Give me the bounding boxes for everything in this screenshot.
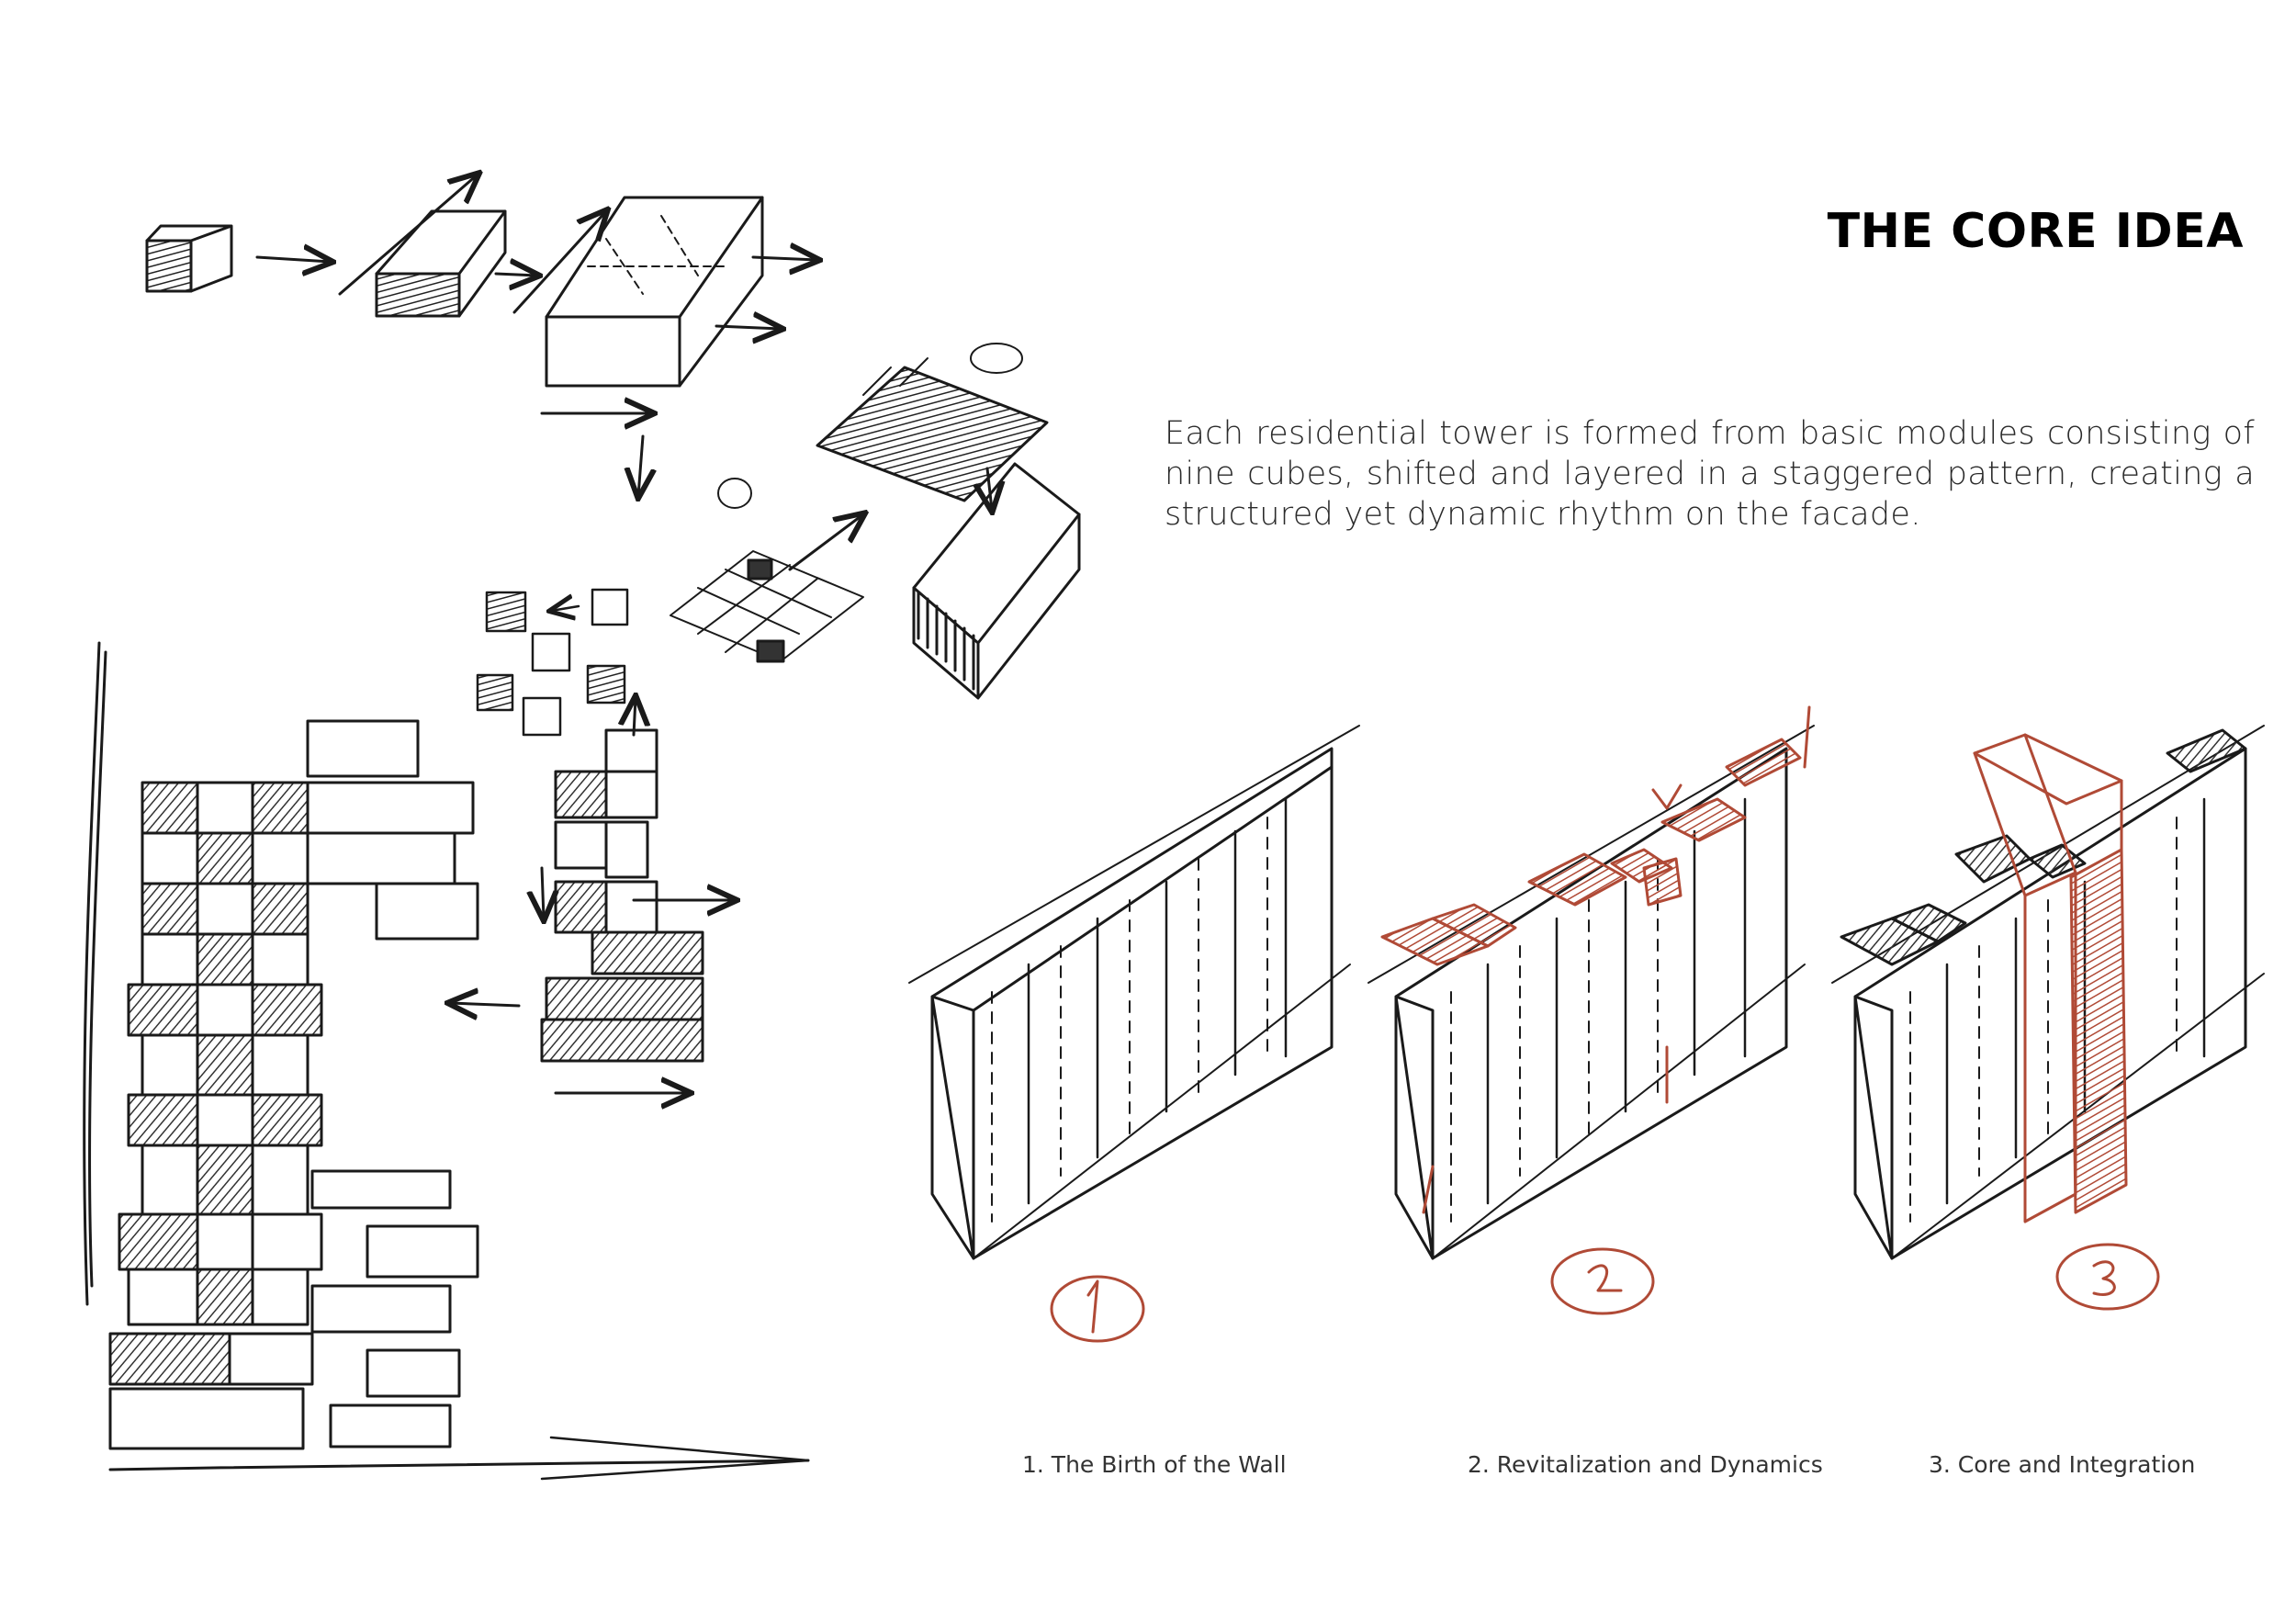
wall-sketch-3 xyxy=(1832,726,2264,1258)
process-sketch xyxy=(147,175,1079,743)
caption-birth-of-wall: 1. The Birth of the Wall xyxy=(1022,1451,1287,1478)
wall-sketch-2 xyxy=(1368,726,1814,1258)
description-text: Each residential tower is formed from ba… xyxy=(1165,413,2255,535)
page-title: THE CORE IDEA xyxy=(1828,204,2244,259)
caption-core-integration: 3. Core and Integration xyxy=(1929,1451,2195,1478)
number-1-mark xyxy=(1052,1277,1143,1341)
tower-stack-sketch xyxy=(84,643,808,1479)
caption-revitalization: 2. Revitalization and Dynamics xyxy=(1468,1451,1823,1478)
wall-sketch-1 xyxy=(909,726,1359,1258)
